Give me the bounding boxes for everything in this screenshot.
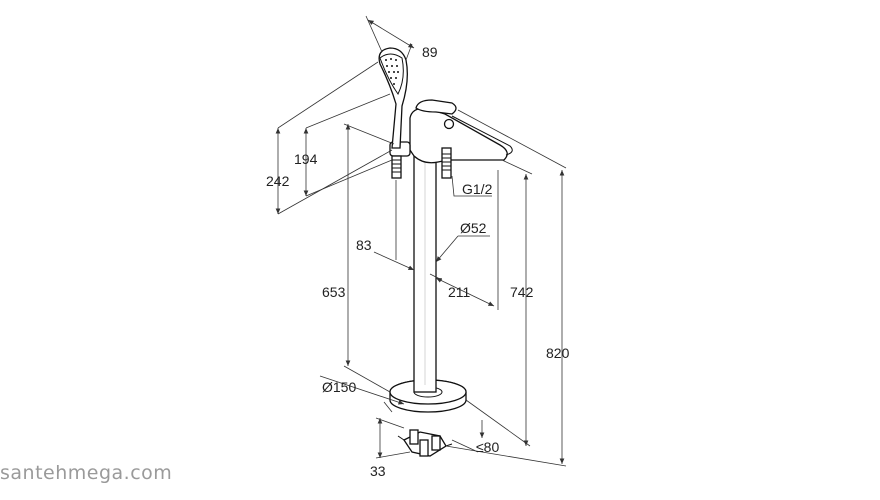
floor-bracket (397, 429, 453, 457)
dim-80: ≤80 (476, 439, 499, 455)
watermark: santehmega.com (0, 462, 172, 484)
dim-33: 33 (370, 463, 386, 479)
dimension-lines (275, 15, 567, 467)
dim-d150: Ø150 (322, 379, 356, 395)
dimension-labels: 89 194 242 G1/2 Ø52 83 211 653 742 820 Ø… (266, 44, 570, 479)
mixer-lever (415, 99, 457, 115)
thread-right (441, 147, 452, 179)
dim-242: 242 (266, 173, 290, 189)
dim-89: 89 (422, 44, 438, 60)
dim-742: 742 (510, 284, 534, 300)
mixer-head (409, 107, 508, 164)
thread-left (391, 155, 402, 179)
dim-820: 820 (546, 345, 570, 361)
dim-83: 83 (356, 237, 372, 253)
faucet-body (378, 47, 513, 457)
dim-g12: G1/2 (462, 181, 493, 197)
dim-653: 653 (322, 284, 346, 300)
spout-cap (443, 118, 455, 130)
dim-211: 211 (448, 284, 471, 300)
shower-face (379, 53, 404, 95)
dim-d52: Ø52 (460, 220, 487, 236)
dim-194: 194 (294, 151, 318, 167)
